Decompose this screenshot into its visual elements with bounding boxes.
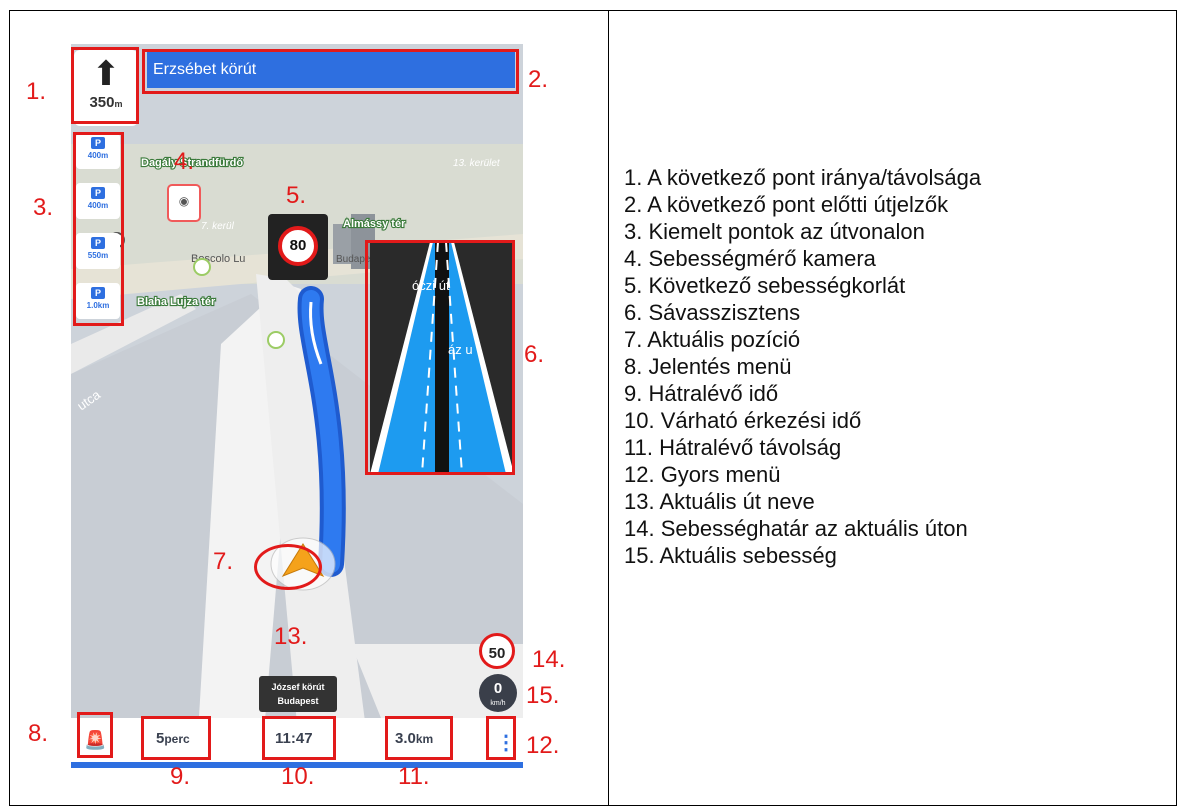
poi-distance: 400m bbox=[87, 151, 109, 160]
callout-1: 1. bbox=[26, 78, 47, 105]
parking-icon: P bbox=[91, 187, 105, 199]
straight-arrow-icon: ⬆ bbox=[91, 55, 121, 93]
callout-10: 10. bbox=[281, 763, 315, 790]
map-label-district7: 7. kerül bbox=[201, 221, 235, 232]
poi-distance: 400m bbox=[87, 201, 109, 210]
hotel-icon bbox=[193, 258, 211, 276]
highlight-box-11 bbox=[385, 716, 453, 760]
next-turn-indicator[interactable]: ⬆ 350m bbox=[74, 50, 138, 126]
callout-2: 2. bbox=[528, 66, 549, 93]
current-speed-display: 0 km/h bbox=[479, 674, 517, 712]
eta[interactable]: 11:47 bbox=[275, 730, 313, 747]
highlight-box-3 bbox=[73, 132, 124, 326]
column-divider bbox=[608, 10, 609, 806]
remaining-distance[interactable]: 3.0km bbox=[395, 730, 433, 747]
legend-item: 9. Hátralévő idő bbox=[624, 381, 779, 406]
map-label-district13: 13. kerület bbox=[453, 158, 501, 169]
legend-item: 11. Hátralévő távolság bbox=[624, 435, 842, 460]
highlight-ring-7 bbox=[254, 544, 322, 590]
poi-parking-4[interactable]: P 1.0km bbox=[76, 283, 120, 319]
legend-item: 15. Aktuális sebesség bbox=[624, 543, 837, 568]
legend-item: 10. Várható érkezési idő bbox=[624, 408, 862, 433]
next-turn-unit: m bbox=[114, 99, 123, 109]
poi-distance: 1.0km bbox=[86, 301, 110, 310]
highlight-box-10 bbox=[262, 716, 336, 760]
legend-item: 5. Következő sebességkorlát bbox=[624, 273, 906, 298]
road-speed-limit: 50 bbox=[479, 633, 515, 669]
highlight-box-8 bbox=[77, 712, 113, 758]
callout-3: 3. bbox=[33, 194, 54, 221]
map-label-dagaly: Dagály Strandfürdő bbox=[141, 157, 243, 169]
lane-assistant: óczi út áz u bbox=[370, 242, 514, 474]
legend-item: 4. Sebességmérő kamera bbox=[624, 246, 876, 271]
legend-item: 13. Aktuális út neve bbox=[624, 489, 815, 514]
bottom-bar: 🚨 5perc 11:47 3.0km ⋮ bbox=[71, 718, 523, 764]
speed-camera-icon[interactable]: ◉ bbox=[167, 184, 201, 222]
callout-11: 11. bbox=[398, 763, 430, 790]
callout-6: 6. bbox=[524, 341, 545, 368]
remaining-distance-value: 3.0 bbox=[395, 730, 416, 747]
speed-unit: km/h bbox=[490, 700, 506, 707]
legend-list: 1. A következő pont iránya/távolsága 2. … bbox=[624, 164, 981, 569]
poi-parking-1[interactable]: P 400m bbox=[76, 133, 120, 169]
current-street-label: József körút Budapest bbox=[259, 676, 337, 712]
report-icon[interactable]: 🚨 bbox=[84, 730, 107, 750]
poi-parking-2[interactable]: P 400m bbox=[76, 183, 120, 219]
outer-frame bbox=[9, 10, 1177, 806]
legend-item: 3. Kiemelt pontok az útvonalon bbox=[624, 219, 925, 244]
legend-item: 1. A következő pont iránya/távolsága bbox=[624, 165, 982, 190]
next-speed-limit: 80 bbox=[278, 226, 318, 266]
current-street-name: József körút bbox=[271, 682, 325, 692]
remaining-time-unit: perc bbox=[164, 732, 190, 746]
parking-icon: P bbox=[91, 237, 105, 249]
callout-8: 8. bbox=[28, 720, 49, 747]
highlight-box-12 bbox=[486, 716, 516, 760]
highlight-box-2 bbox=[142, 49, 519, 94]
callout-12: 12. bbox=[526, 732, 560, 759]
navigation-screen: Dagály Strandfürdő 13. kerület 7. kerül … bbox=[71, 44, 523, 768]
callout-14: 14. bbox=[532, 646, 566, 673]
map-view[interactable]: Dagály Strandfürdő 13. kerület 7. kerül … bbox=[71, 44, 523, 768]
highlight-box-1 bbox=[71, 47, 139, 124]
hotel-icon bbox=[267, 331, 285, 349]
current-speed: 0 bbox=[493, 680, 503, 697]
remaining-time[interactable]: 5perc bbox=[156, 730, 190, 747]
map-label-haz: áz u bbox=[448, 342, 473, 357]
next-street-signpost[interactable]: Erzsébet körút bbox=[147, 52, 515, 88]
legend-item: 6. Sávasszisztens bbox=[624, 300, 801, 325]
route-poi-list: P 400m P 400m P 550m P 1.0km bbox=[76, 133, 120, 333]
map-label-rakoczi: óczi út bbox=[412, 278, 450, 293]
remaining-distance-unit: km bbox=[415, 732, 434, 746]
quick-menu-icon[interactable]: ⋮ bbox=[496, 732, 516, 754]
legend-item: 12. Gyors menü bbox=[624, 462, 781, 487]
callout-15: 15. bbox=[526, 682, 560, 709]
callout-13: 13. bbox=[274, 623, 308, 650]
poi-parking-3[interactable]: P 550m bbox=[76, 233, 120, 269]
map-label-blaha: Blaha Lujza tér bbox=[137, 296, 216, 308]
callout-5: 5. bbox=[286, 182, 307, 209]
map-label-almassy: Almássy tér bbox=[343, 218, 406, 230]
remaining-time-value: 5 bbox=[156, 730, 165, 747]
current-city: Budapest bbox=[277, 696, 319, 706]
next-speed-limit-sign: 80 bbox=[268, 214, 328, 280]
route-progress-bar bbox=[71, 762, 523, 768]
callout-7: 7. bbox=[213, 548, 234, 575]
highlight-box-6 bbox=[365, 240, 515, 475]
parking-icon: P bbox=[91, 287, 105, 299]
parking-icon: P bbox=[91, 137, 105, 149]
legend-item: 2. A következő pont előtti útjelzők bbox=[624, 192, 949, 217]
callout-4: 4. bbox=[174, 148, 195, 175]
legend-item: 8. Jelentés menü bbox=[624, 354, 792, 379]
legend-item: 14. Sebességhatár az aktuális úton bbox=[624, 516, 968, 541]
poi-distance: 550m bbox=[87, 251, 109, 260]
legend-item: 7. Aktuális pozíció bbox=[624, 327, 801, 352]
callout-9: 9. bbox=[170, 763, 191, 790]
map-label-budapest: Budapest bbox=[336, 254, 378, 265]
next-turn-distance: 350 bbox=[89, 94, 115, 111]
highlight-box-9 bbox=[141, 716, 211, 760]
